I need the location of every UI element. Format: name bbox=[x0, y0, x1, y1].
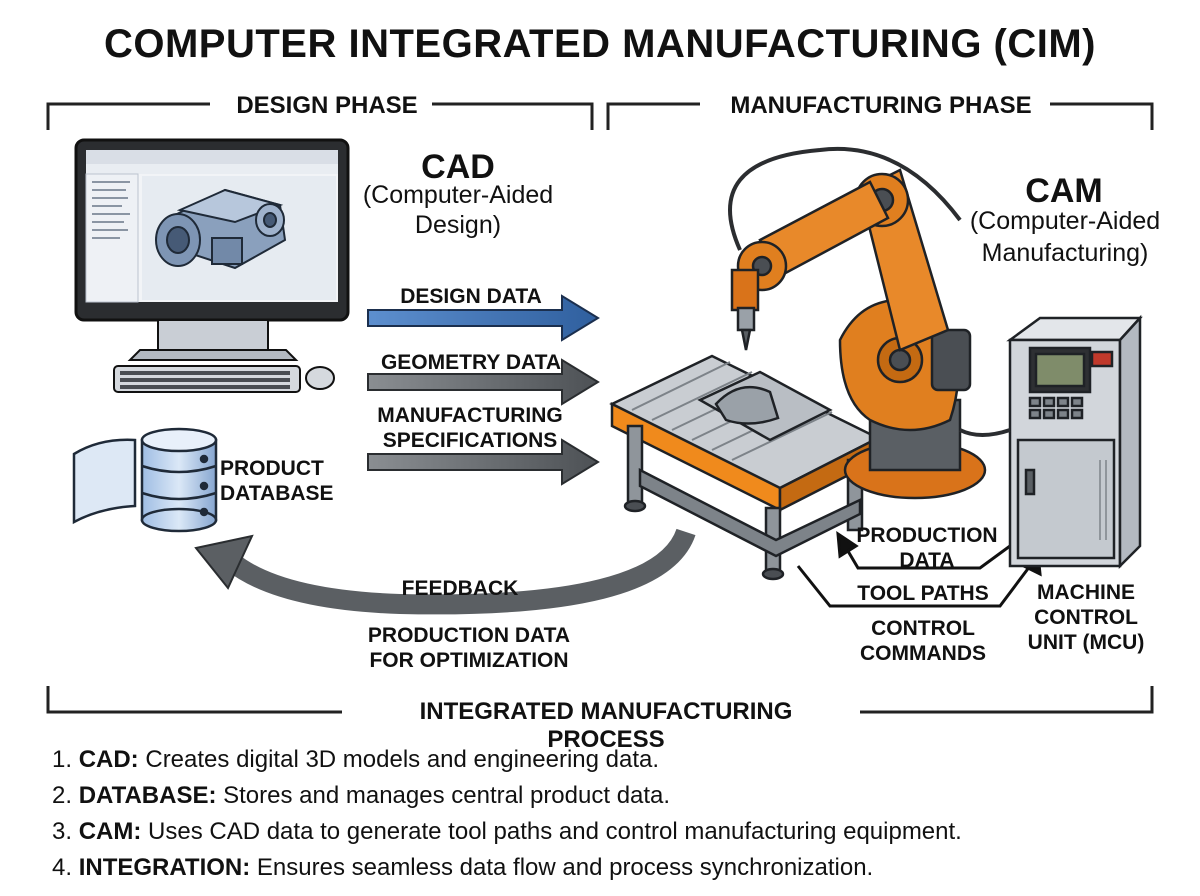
design-phase-bracket bbox=[46, 102, 594, 130]
manufacturing-phase-bracket bbox=[606, 102, 1154, 130]
cad-3d-part bbox=[155, 188, 287, 270]
diagram-title: COMPUTER INTEGRATED MANUFACTURING (CIM) bbox=[103, 22, 1097, 66]
cad-title: CAD bbox=[421, 148, 495, 186]
mcu-label-line3: UNIT (MCU) bbox=[1027, 631, 1145, 654]
specifications-arrow bbox=[367, 438, 600, 486]
integrated-process-label: INTEGRATED MANUFACTURING PROCESS bbox=[352, 698, 860, 754]
production-opt-line1: PRODUCTION DATA bbox=[367, 624, 571, 647]
list-item: 3. CAM: Uses CAD data to generate tool p… bbox=[52, 818, 962, 845]
feedback-arrow bbox=[194, 528, 696, 615]
cad-computer bbox=[74, 138, 350, 393]
summary-list: 1. CAD: Creates digital 3D models and en… bbox=[52, 742, 962, 886]
robot-arm bbox=[728, 146, 987, 500]
list-item: 4. INTEGRATION: Ensures seamless data fl… bbox=[52, 854, 874, 881]
production-data-line2: DATA bbox=[899, 549, 955, 572]
list-item: 2. DATABASE: Stores and manages central … bbox=[52, 782, 671, 809]
design-data-arrow bbox=[367, 294, 600, 342]
integrated-process-bracket bbox=[46, 686, 1154, 714]
tool-paths-label: TOOL PATHS bbox=[857, 582, 989, 605]
cad-fullname-line2: Design) bbox=[414, 211, 502, 239]
design-data-label: DESIGN DATA bbox=[400, 285, 542, 308]
manufacturing-specs-line2: SPECIFICATIONS bbox=[382, 429, 558, 452]
cad-fullname-line1: (Computer-Aided bbox=[362, 181, 554, 209]
database-icon bbox=[72, 427, 218, 533]
mcu-cabinet bbox=[959, 314, 1143, 570]
geometry-data-arrow bbox=[367, 358, 600, 406]
design-phase-label: DESIGN PHASE bbox=[222, 92, 432, 120]
cam-fullname-line2: Manufacturing) bbox=[981, 239, 1149, 267]
database-label-line1: PRODUCT bbox=[220, 457, 324, 480]
cam-title: CAM bbox=[1025, 172, 1103, 210]
database-label-line2: DATABASE bbox=[220, 482, 334, 505]
control-commands-line1: CONTROL bbox=[871, 617, 975, 640]
list-item: 1. CAD: Creates digital 3D models and en… bbox=[52, 746, 660, 773]
geometry-data-label: GEOMETRY DATA bbox=[380, 351, 562, 374]
mcu-label-line1: MACHINE bbox=[1037, 581, 1135, 604]
cam-fullname-line1: (Computer-Aided bbox=[969, 207, 1161, 235]
mcu-label-line2: CONTROL bbox=[1034, 606, 1138, 629]
production-opt-line2: FOR OPTIMIZATION bbox=[369, 649, 569, 672]
manufacturing-phase-label: MANUFACTURING PHASE bbox=[712, 92, 1050, 120]
control-commands-line2: COMMANDS bbox=[860, 642, 986, 665]
production-data-line1: PRODUCTION bbox=[856, 524, 998, 547]
feedback-label: FEEDBACK bbox=[401, 577, 519, 600]
manufacturing-specs-line1: MANUFACTURING bbox=[377, 404, 563, 427]
